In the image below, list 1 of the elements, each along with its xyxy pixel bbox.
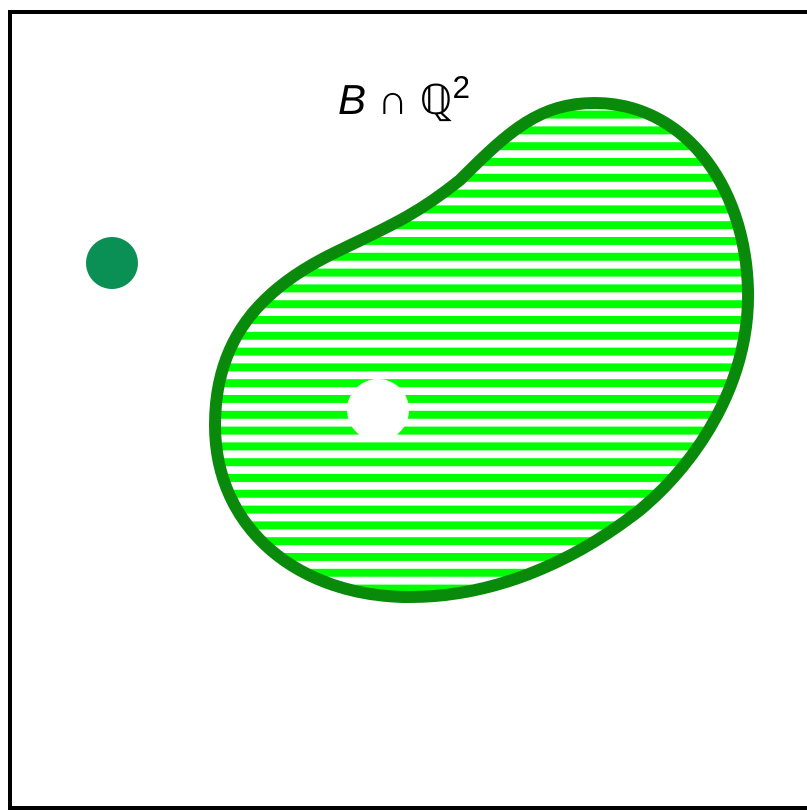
set-label: B ∩ ℚ$^{2}$ xyxy=(338,70,470,125)
